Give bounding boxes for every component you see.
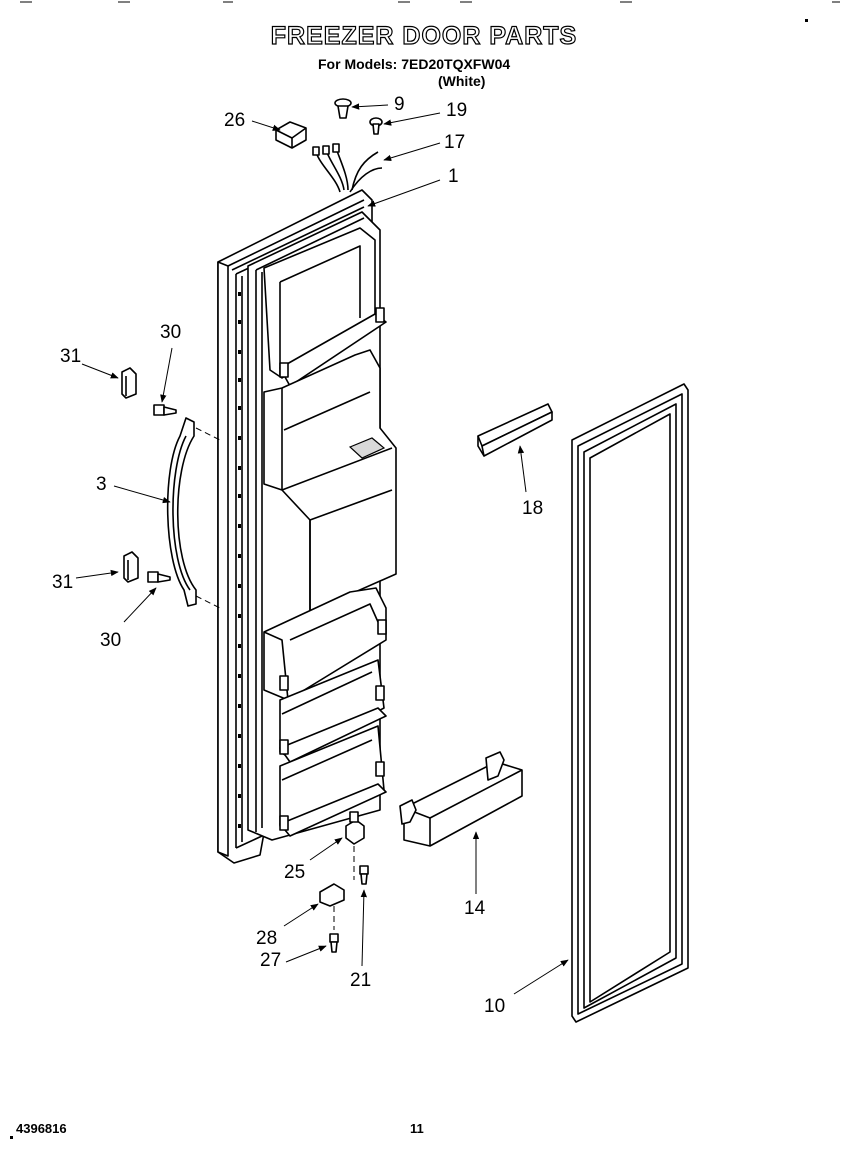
callout-leaders <box>75 103 569 995</box>
plug-part-9 <box>334 98 352 119</box>
hinge-pin-part-28 <box>319 883 345 930</box>
scan-dot <box>10 1136 13 1139</box>
callout-30-bottom: 30 <box>100 630 121 651</box>
page-number: 11 <box>410 1121 424 1136</box>
hinge-part-25 <box>345 811 365 880</box>
callout-17: 17 <box>444 132 465 153</box>
callout-1: 1 <box>448 166 459 187</box>
connector-part-26 <box>275 121 307 149</box>
screw-part-27 <box>329 933 339 953</box>
door-bin-part-14 <box>399 751 523 847</box>
callout-27: 27 <box>260 950 281 971</box>
gasket-part-10 <box>571 383 689 1023</box>
document-number: 4396816 <box>16 1121 67 1136</box>
freezer-door-assembly <box>217 189 397 864</box>
screw-part-30-bottom <box>147 571 171 583</box>
end-cap-part-31-top <box>121 367 137 399</box>
screw-part-19 <box>369 117 383 135</box>
callout-19: 19 <box>446 100 467 121</box>
callout-10: 10 <box>484 996 505 1017</box>
trim-strip-part-18 <box>477 403 553 457</box>
callout-28: 28 <box>256 928 277 949</box>
callout-31-bottom: 31 <box>52 572 73 593</box>
callout-3: 3 <box>96 474 107 495</box>
page-title: FREEZER DOOR PARTS <box>270 21 578 50</box>
callout-21: 21 <box>350 970 371 991</box>
callout-31-top: 31 <box>60 346 81 367</box>
screw-part-21 <box>359 865 369 885</box>
callout-30-top: 30 <box>160 322 181 343</box>
callout-labels: 9 19 26 17 1 31 30 3 18 31 30 25 14 28 2… <box>52 94 543 1017</box>
model-line: For Models: 7ED20TQXFW04 <box>318 56 511 72</box>
end-cap-part-31-bottom <box>123 551 139 583</box>
callout-25: 25 <box>284 862 305 883</box>
callout-18: 18 <box>522 498 543 519</box>
callout-9: 9 <box>394 94 405 115</box>
handle-part-3 <box>166 417 221 609</box>
callout-14: 14 <box>464 898 486 919</box>
color-line: (White) <box>438 73 486 89</box>
wire-harness <box>312 143 383 193</box>
callout-26: 26 <box>224 110 245 131</box>
scan-marks <box>20 1 840 22</box>
screw-part-30-top <box>153 404 177 416</box>
